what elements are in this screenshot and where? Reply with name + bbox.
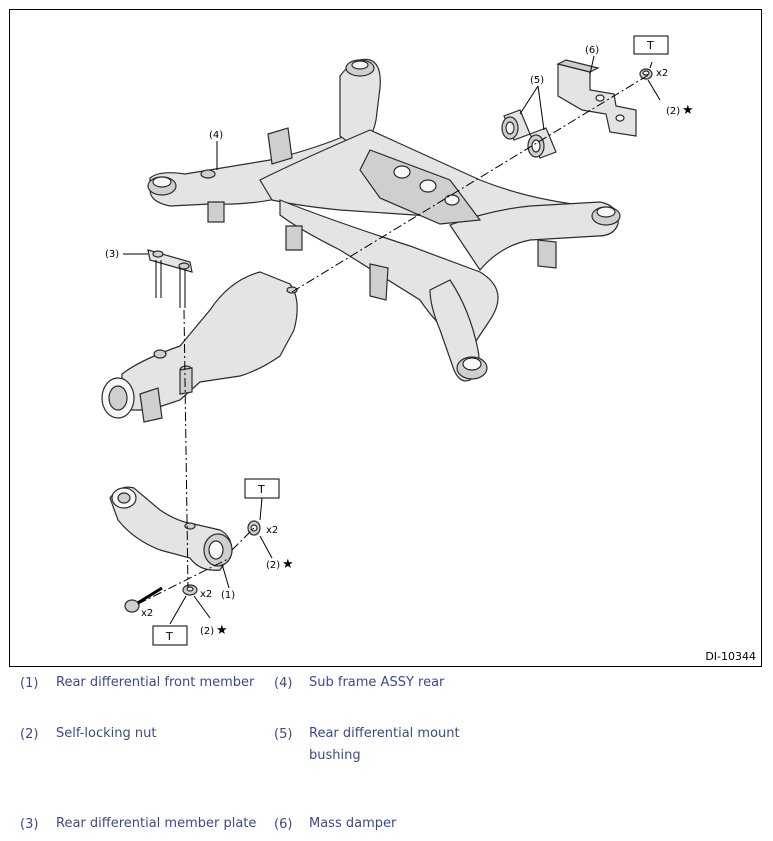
callout-2-right: (2): [266, 560, 280, 571]
legend-text: Self-locking nut: [56, 726, 157, 741]
legend-text: Rear differential member plate: [56, 816, 257, 831]
qty-bolt: x2: [141, 608, 153, 619]
qty-lower-nut: x2: [200, 589, 212, 600]
star-icon: ★: [282, 557, 294, 572]
callout-2-lower: (2): [200, 626, 214, 637]
star-icon: ★: [216, 623, 228, 638]
legend-num: (4): [274, 676, 293, 691]
legend-text: Mass damper: [309, 816, 397, 831]
qty-top: x2: [656, 68, 668, 79]
qty-right: x2: [266, 525, 278, 536]
torque-box-lower: T: [152, 625, 188, 646]
self-locking-nut-top: [639, 68, 653, 80]
torque-box-right: T: [244, 478, 280, 499]
svg-text:T: T: [257, 483, 265, 496]
self-locking-nut-lower: [182, 584, 198, 596]
legend-text: Sub frame ASSY rear: [309, 675, 445, 690]
torque-box-top: T: [633, 35, 669, 55]
callout-1: (1): [221, 590, 235, 601]
sub-frame-assy-rear: [147, 58, 621, 382]
svg-text:T: T: [165, 630, 173, 643]
mass-damper: [556, 59, 637, 137]
legend-num: (2): [20, 727, 39, 742]
callout-2-top: (2): [666, 106, 680, 117]
callout-5: (5): [530, 75, 544, 86]
svg-text:T: T: [646, 39, 654, 52]
legend-num: (6): [274, 817, 293, 832]
rear-differential-mount-bushings: [501, 109, 557, 159]
legend-num: (1): [20, 676, 39, 691]
legend-text: Rear differential front member: [56, 675, 255, 690]
figure-id: DI-10344: [705, 650, 756, 663]
rear-differential-housing: [101, 271, 298, 423]
callout-3: (3): [105, 249, 119, 260]
self-locking-nut-right: [247, 520, 261, 536]
legend-text: Rear differential mount bushing: [309, 726, 460, 763]
legend-num: (3): [20, 817, 39, 832]
rear-differential-front-member: [109, 486, 233, 571]
callout-6: (6): [585, 45, 599, 56]
exploded-view-drawing: (4) (3) (5) (6) (2) ★ x2 (1) (2) ★ x2 (2…: [101, 35, 694, 646]
legend-num: (5): [274, 727, 293, 742]
callout-4: (4): [209, 130, 223, 141]
rear-differential-member-plate: [147, 249, 193, 308]
bolt-lower: [124, 586, 163, 613]
exploded-view-figure: (4) (3) (5) (6) (2) ★ x2 (1) (2) ★ x2 (2…: [9, 9, 762, 667]
star-icon: ★: [682, 103, 694, 118]
